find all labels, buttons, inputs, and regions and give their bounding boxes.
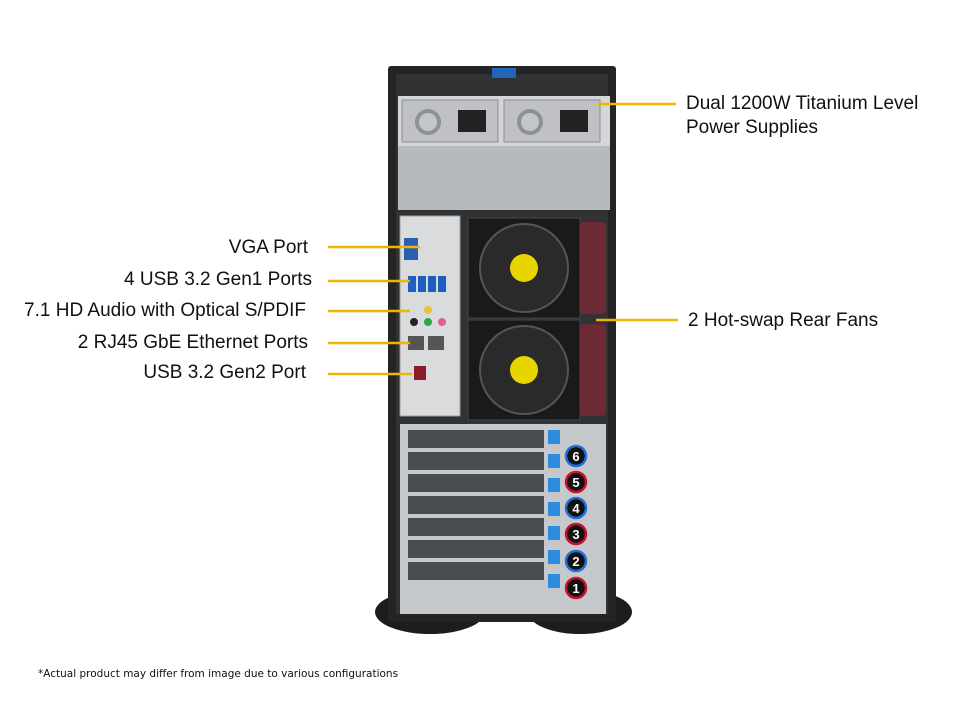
slot-badge-1: 1 <box>564 576 588 600</box>
slot-badge-2: 2 <box>564 549 588 573</box>
slot-label-2: 2 <box>572 554 579 569</box>
slot-label-6: 6 <box>572 449 579 464</box>
audio-jacks <box>410 306 446 326</box>
slot-badge-4: 4 <box>564 496 588 520</box>
callout-vga-port: VGA Port <box>228 237 308 258</box>
slot-label-5: 5 <box>572 475 579 490</box>
rear-fan-top <box>467 217 581 319</box>
slot-label-1: 1 <box>572 581 579 596</box>
vga-connector <box>404 238 418 260</box>
usb-gen2-connector <box>414 366 426 380</box>
callout-power-supplies-line1: Dual 1200W Titanium Level <box>686 93 919 114</box>
callout-rj45: 2 RJ45 GbE Ethernet Ports <box>77 332 308 353</box>
footnote: *Actual product may differ from image du… <box>38 668 399 680</box>
usb-gen1-connectors <box>408 276 446 292</box>
callout-rear-fans: 2 Hot-swap Rear Fans <box>688 310 879 331</box>
slot-label-3: 3 <box>572 527 579 542</box>
callout-usb-gen1: 4 USB 3.2 Gen1 Ports <box>124 269 312 290</box>
callout-power-supplies-line2: Power Supplies <box>686 117 819 138</box>
expansion-slot-covers <box>408 430 544 580</box>
psu-2 <box>503 99 601 143</box>
slot-badge-5: 5 <box>564 470 588 494</box>
slot-latches <box>548 430 560 588</box>
slot-badge-6: 6 <box>564 444 588 468</box>
callout-hd-audio: 7.1 HD Audio with Optical S/PDIF <box>24 300 306 321</box>
fan-handle-bottom <box>580 324 606 416</box>
fan-handle-top <box>580 222 606 314</box>
rear-fan-bottom <box>467 319 581 421</box>
psu-1 <box>401 99 499 143</box>
slot-label-4: 4 <box>572 501 580 516</box>
psu-plate <box>398 146 610 210</box>
rj45-connectors <box>408 336 444 350</box>
top-latch <box>492 68 516 78</box>
slot-badge-3: 3 <box>564 522 588 546</box>
callout-usb-gen2: USB 3.2 Gen2 Port <box>143 362 306 383</box>
callout-power-supplies: Dual 1200W Titanium Level Power Supplies <box>686 92 918 140</box>
